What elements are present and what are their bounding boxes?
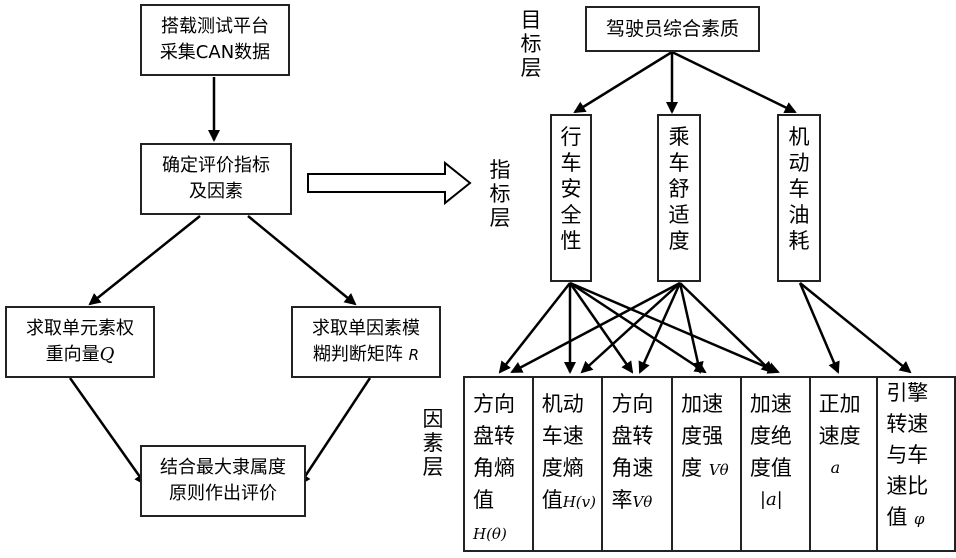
arrow-goal-to-fuel	[672, 52, 795, 112]
factor-steering-angle-entropy: 方向 盘转 角熵 值 H(θ)	[463, 376, 534, 552]
indicators-line-1: 确定评价指标	[162, 153, 270, 179]
arrow-goal-to-safety	[575, 52, 672, 112]
weight-symbol: Q	[100, 344, 115, 365]
arrow-fuzzy-to-evaluate	[300, 378, 370, 484]
fuzzy-matrix-box: 求取单因素模 糊判断矩阵 R	[291, 306, 441, 378]
weight-vector-box: 求取单元素权 重向量Q	[5, 306, 155, 378]
goal-box-label: 驾驶员综合素质	[606, 16, 739, 42]
determine-indicators-box: 确定评价指标 及因素	[140, 143, 292, 215]
evaluate-line-1: 结合最大隶属度	[160, 455, 286, 481]
factor-symbol: φ	[914, 510, 925, 528]
factor-symbol: Vθ	[632, 493, 652, 511]
factor-symbol: a	[819, 452, 877, 484]
factor-symbol: |a|	[750, 484, 809, 516]
collect-data-box: 搭载测试平台 采集CAN数据	[140, 4, 290, 76]
arrow-indicators-to-fuzzy	[248, 216, 355, 304]
fuzzy-symbol: R	[409, 346, 419, 364]
factor-layer-label: 因 素 层	[420, 407, 446, 479]
factor-steering-angle-rate: 方向 盘转 角速 率Vθ	[601, 376, 673, 552]
fuzzy-line-1: 求取单因素模	[312, 316, 420, 342]
weight-line-2: 重向量	[46, 344, 100, 365]
evaluate-line-2: 原则作出评价	[160, 481, 286, 507]
collect-line-2: 采集CAN数据	[160, 40, 270, 66]
factor-acceleration-absolute: 加速 度绝 度值 |a|	[740, 376, 811, 552]
goal-box: 驾驶员综合素质	[585, 6, 760, 52]
weight-line-1: 求取单元素权	[26, 316, 134, 342]
factor-positive-acceleration: 正加 速度 a	[809, 376, 879, 552]
indicators-line-2: 及因素	[162, 179, 270, 205]
arrow-fuel-to-f6	[800, 283, 838, 372]
index-box-ride-comfort: 乘 车 舒 适 度	[657, 114, 701, 282]
index-layer-label: 指 标 层	[487, 158, 513, 230]
transition-hollow-arrow	[308, 163, 470, 203]
factor-symbol: H(θ)	[473, 525, 507, 543]
collect-line-1: 搭载测试平台	[160, 14, 270, 40]
evaluate-box: 结合最大隶属度 原则作出评价	[140, 445, 306, 517]
arrow-safety-to-f4	[570, 283, 705, 372]
factor-acceleration-intensity: 加速 度强 度 Vθ	[671, 376, 742, 552]
arrow-comfort-to-f5	[680, 283, 772, 372]
goal-layer-label: 目 标 层	[518, 8, 544, 80]
factor-symbol: Vθ	[709, 461, 729, 479]
factor-engine-speed-ratio: 引擎 转速 与车 速比 值 φ	[876, 376, 956, 552]
factor-symbol: H(v)	[563, 493, 596, 511]
index-box-fuel-consumption: 机 动 车 油 耗	[777, 114, 821, 282]
arrow-weight-to-evaluate	[70, 378, 145, 484]
factor-row: 方向 盘转 角熵 值 H(θ) 机动 车速 度熵 值H(v) 方向 盘转 角速 …	[463, 376, 956, 552]
factor-vehicle-speed-entropy: 机动 车速 度熵 值H(v)	[532, 376, 604, 552]
arrow-fuel-to-f7	[800, 283, 910, 372]
index-box-driving-safety: 行 车 安 全 性	[550, 114, 592, 282]
fuzzy-line-2: 糊判断矩阵	[313, 344, 403, 365]
arrow-indicators-to-weight	[90, 216, 200, 304]
